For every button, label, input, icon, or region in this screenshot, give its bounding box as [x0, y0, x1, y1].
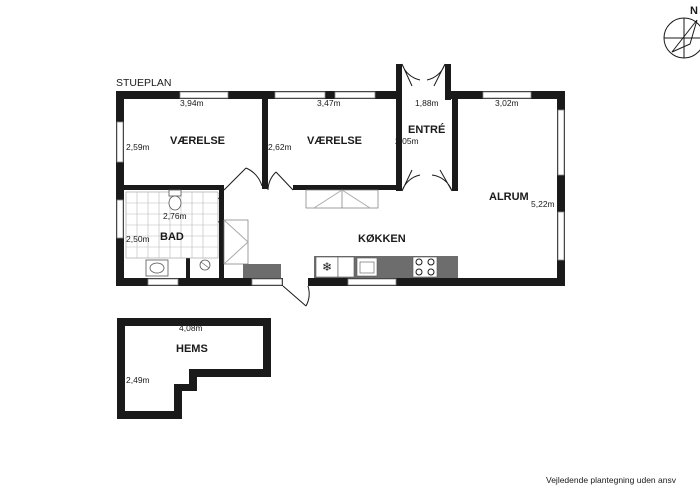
dim-vaerelse-2-width: 3,47m: [317, 98, 341, 108]
dim-alrum-width: 3,02m: [495, 98, 519, 108]
kitchen-counter: ❄: [314, 256, 458, 278]
bath-sink-icon: [145, 259, 169, 277]
entrance-walls: [396, 64, 458, 191]
room-label-vaerelse-1: VÆRELSE: [170, 135, 225, 147]
dim-entre-depth: 2,05m: [395, 136, 419, 146]
cabinet-icon: [223, 219, 249, 265]
dim-entre-width: 1,88m: [415, 98, 439, 108]
room-label-vaerelse-2: VÆRELSE: [307, 135, 362, 147]
dim-vaerelse-2-depth: 2,62m: [268, 142, 292, 152]
room-label-kokken: KØKKEN: [358, 233, 406, 245]
floor-drain-icon: [199, 259, 211, 271]
counter-block: [243, 264, 281, 278]
plan-title: STUEPLAN: [116, 77, 171, 89]
interior-walls: [124, 99, 396, 278]
freezer-icon: [337, 256, 355, 278]
room-label-bad: BAD: [160, 231, 184, 243]
dim-vaerelse-1-depth: 2,59m: [126, 142, 150, 152]
stove-icon: [412, 256, 438, 278]
room-label-entre: ENTRÉ: [408, 123, 445, 136]
room-label-hems: HEMS: [176, 343, 208, 355]
room-label-alrum: ALRUM: [489, 191, 529, 203]
dim-bad-depth: 2,50m: [126, 234, 150, 244]
dim-hems-depth: 2,49m: [126, 375, 150, 385]
toilet-icon: [168, 189, 182, 211]
dim-alrum-depth: 5,22m: [531, 199, 555, 209]
svg-text:❄: ❄: [322, 260, 332, 274]
disclaimer-text: Vejledende plantegning uden ansv: [546, 475, 677, 485]
entrance-double-door-icon: [401, 63, 453, 192]
dim-vaerelse-1-width: 3,94m: [180, 98, 204, 108]
dim-bad-width: 2,76m: [163, 211, 187, 221]
loft-walls: [117, 318, 271, 419]
windows: [116, 91, 565, 286]
dim-hems-width: 4,08m: [179, 323, 203, 333]
wardrobe-icon: [305, 189, 379, 209]
north-label: N: [690, 5, 698, 17]
north-compass-icon: [663, 17, 700, 59]
